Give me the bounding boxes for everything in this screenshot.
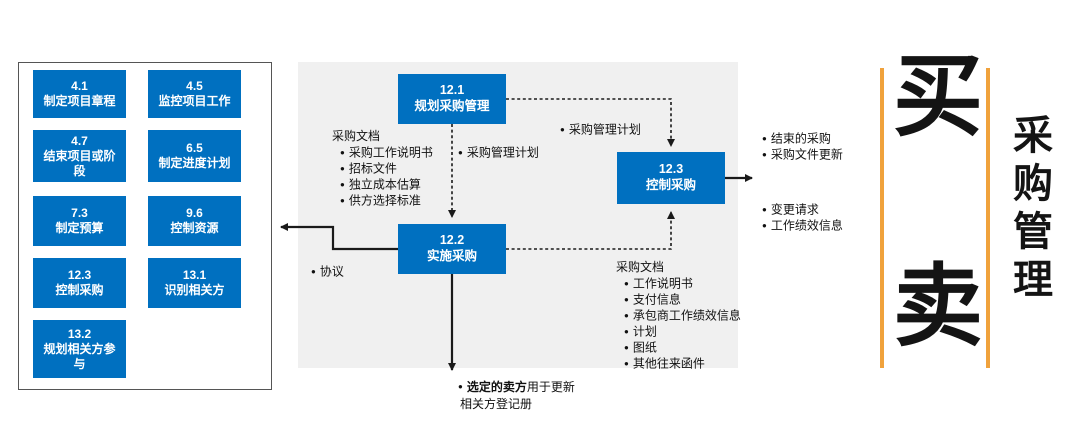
process-label: 识别相关方 <box>164 283 225 297</box>
list-item: 供方选择标准 <box>340 193 433 209</box>
selected-sellers-rest: 用于更新 <box>526 379 575 394</box>
buy-char: 买 <box>893 47 983 147</box>
process-id: 13.2 <box>67 326 92 341</box>
node-id: 12.1 <box>439 83 465 98</box>
label-agreement: 协议 <box>311 264 344 280</box>
process-label: 监控项目工作 <box>158 94 231 108</box>
process-box-6-5: 6.5 制定进度计划 <box>148 130 241 182</box>
process-label: 制定项目章程 <box>43 94 116 108</box>
label-procurement-docs-out: 采购文档 工作说明书 支付信息 承包商工作绩效信息 计划 图纸 其他往来函件 <box>616 260 741 372</box>
node-label: 控制采购 <box>645 178 696 192</box>
list-item: 支付信息 <box>624 292 741 308</box>
node-conduct-procurements: 12.2 实施采购 <box>398 224 506 274</box>
process-id: 7.3 <box>71 206 88 220</box>
list-item: 图纸 <box>624 340 741 356</box>
list-item: 计划 <box>624 324 741 340</box>
accent-line-left <box>880 68 884 368</box>
label-procurement-docs-in: 采购文档 采购工作说明书 招标文件 独立成本估算 供方选择标准 <box>332 129 433 209</box>
node-id: 12.3 <box>658 162 684 177</box>
list-title: 采购文档 <box>616 260 665 274</box>
process-box-4-5: 4.5 监控项目工作 <box>148 70 241 118</box>
process-box-4-7: 4.7 结束项目或阶段 <box>33 130 126 182</box>
process-label: 结束项目或阶段 <box>43 148 116 178</box>
process-box-12-3: 12.3 控制采购 <box>33 258 126 308</box>
node-id: 12.2 <box>439 233 465 248</box>
process-id: 4.7 <box>71 133 88 148</box>
process-box-4-1: 4.1 制定项目章程 <box>33 70 126 118</box>
label-plan-to-control: 采购管理计划 <box>560 122 641 138</box>
selected-sellers-bold: 选定的卖方 <box>466 379 527 394</box>
sell-char: 卖 <box>893 257 983 357</box>
process-box-7-3: 7.3 制定预算 <box>33 196 126 246</box>
label-change-requests: 变更请求 <box>762 202 819 218</box>
list-item: 独立成本估算 <box>340 177 433 193</box>
process-label: 控制资源 <box>170 221 219 235</box>
label-selected-sellers: 选定的卖方用于更新 <box>458 379 575 395</box>
process-label: 控制采购 <box>55 283 104 297</box>
accent-line-right <box>986 68 990 368</box>
process-id: 13.1 <box>182 268 207 282</box>
process-label: 规划相关方参与 <box>43 341 116 371</box>
list-item: 其他往来函件 <box>624 356 741 372</box>
list-title: 采购文档 <box>332 129 381 143</box>
node-control-procurements: 12.3 控制采购 <box>617 152 725 204</box>
process-box-13-1: 13.1 识别相关方 <box>148 258 241 308</box>
list-item: 承包商工作绩效信息 <box>624 308 741 324</box>
label-work-performance-info: 工作绩效信息 <box>762 218 843 234</box>
process-box-13-2: 13.2 规划相关方参与 <box>33 320 126 378</box>
process-label: 制定进度计划 <box>158 156 231 170</box>
process-id: 9.6 <box>186 206 203 220</box>
list-item: 工作说明书 <box>624 276 741 292</box>
process-id: 4.5 <box>186 79 203 93</box>
node-label: 规划采购管理 <box>414 99 490 113</box>
process-id: 6.5 <box>186 141 203 155</box>
label-stakeholder-register: 相关方登记册 <box>460 397 533 411</box>
label-closed-procurements: 结束的采购 <box>762 131 831 147</box>
list-item: 采购工作说明书 <box>340 145 433 161</box>
process-id: 4.1 <box>71 79 88 93</box>
list-item: 招标文件 <box>340 161 433 177</box>
process-box-9-6: 9.6 控制资源 <box>148 196 241 246</box>
label-plan-to-conduct: 采购管理计划 <box>458 145 539 161</box>
process-label: 制定预算 <box>55 221 104 235</box>
node-plan-procurement-management: 12.1 规划采购管理 <box>398 74 506 124</box>
process-id: 12.3 <box>67 268 92 282</box>
buy-sell-banner: 买 卖 <box>890 52 986 352</box>
label-procurement-doc-updates: 采购文件更新 <box>762 147 843 163</box>
vertical-title-procurement-management: 采购管理 <box>1007 114 1051 306</box>
node-label: 实施采购 <box>426 249 477 263</box>
